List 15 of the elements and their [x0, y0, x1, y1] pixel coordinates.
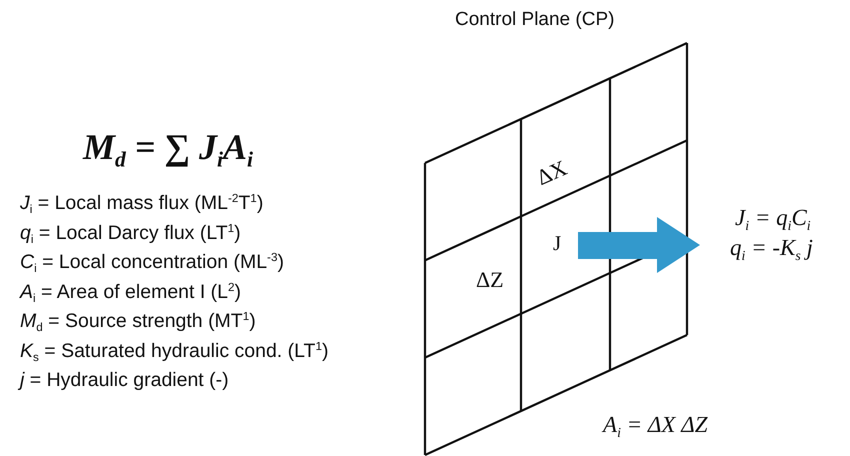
equation: q$_{i}$ = -K$_{s}$ j [730, 235, 813, 263]
definition-text: J$_{i}$ = Local mass flux (ML$^{-2}$T$^{1}$) [20, 193, 264, 217]
flux-label: J [553, 232, 562, 256]
definition-text: M$_{d}$ = Source strength (MT$^{1}$) [20, 311, 256, 335]
equation: J$_{i}$ = q$_{i}$C$_{i}$ [735, 205, 811, 233]
delta-z-label: ΔZ [476, 268, 504, 292]
equation: A$_{i}$ = ΔX ΔZ [603, 412, 708, 440]
definition-text: K$_{s}$ = Saturated hydraulic cond. (LT$^{1}$) [20, 340, 328, 364]
definition-text: C$_{i}$ = Local concentration (ML$^{-3}$) [20, 252, 284, 276]
plane-title: Control Plane (CP) [455, 10, 614, 31]
equation: M$_{d}$ = ∑ J$_{i}$A$_{i}$ [83, 128, 254, 172]
definition-text: A$_{i}$ = Area of element I (L$^{2}$) [20, 282, 242, 306]
definition-text: q$_{i}$ = Local Darcy flux (LT$^{1}$) [20, 222, 241, 246]
delta-x-label: ΔX [533, 156, 570, 190]
definition-text: j = Hydraulic gradient (-) [20, 370, 229, 392]
